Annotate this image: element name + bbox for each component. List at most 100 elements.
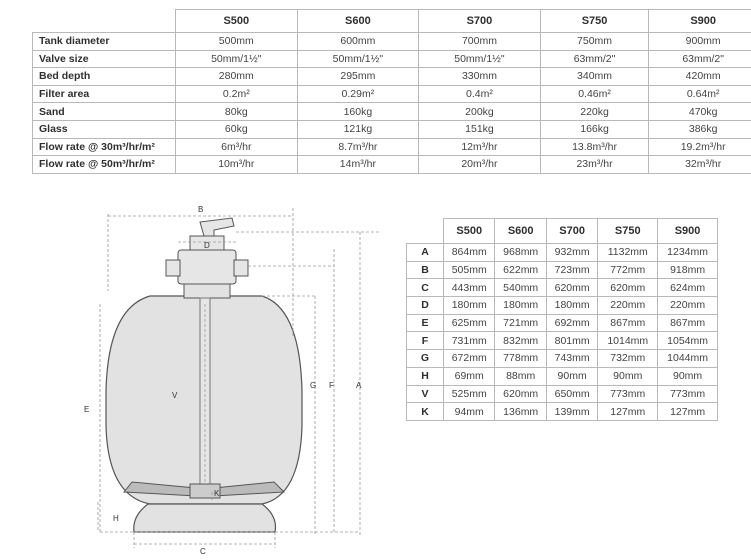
dim-col-s500: S500 (442, 218, 496, 244)
spec-row-cell: 0.4m² (418, 84, 541, 104)
dim-col-s700: S700 (545, 218, 599, 244)
dim-row-cell: 443mm (442, 278, 496, 298)
dim-row-cell: 801mm (545, 331, 599, 351)
dim-label-g: G (310, 381, 316, 390)
dim-row-cell: 136mm (494, 402, 547, 421)
dim-row-cell: 723mm (545, 260, 599, 280)
dim-row-label: E (406, 313, 444, 333)
spec-row-label: Flow rate @ 30m³/hr/m² (32, 137, 176, 157)
dim-row-cell: 650mm (545, 384, 599, 404)
dimension-lines (97, 208, 380, 548)
dim-row-cell: 1014mm (597, 331, 659, 351)
dim-row-cell: 772mm (597, 260, 659, 280)
dim-row-cell: 832mm (494, 331, 547, 351)
dim-row-cell: 94mm (442, 402, 496, 421)
spec-row-cell: 80kg (175, 102, 298, 121)
dim-row-label: K (406, 402, 444, 421)
dim-row-cell: 731mm (442, 331, 496, 351)
spec-row-cell: 8.7m³/hr (296, 137, 420, 157)
dim-row-label: B (406, 260, 444, 280)
dim-row-cell: 90mm (657, 366, 718, 386)
dim-row-cell: 90mm (597, 366, 659, 386)
spec-row-cell: 386kg (648, 119, 751, 139)
dim-row-label: C (406, 278, 444, 298)
dim-row-cell: 692mm (545, 313, 599, 333)
spec-row-cell: 295mm (296, 67, 420, 86)
spec-row-cell: 63mm/2" (539, 49, 650, 69)
tank-base (133, 503, 277, 533)
spec-row-cell: 151kg (418, 119, 541, 139)
spec-row-cell: 330mm (418, 67, 541, 86)
dim-row-cell: 180mm (494, 296, 547, 315)
dim-row-cell: 867mm (657, 313, 718, 333)
dim-row-label: F (406, 331, 444, 351)
dim-header-row: S500 S600 S700 S750 S900 (406, 218, 718, 244)
dim-row-cell: 127mm (657, 402, 718, 421)
dim-row-cell: 968mm (494, 243, 547, 262)
dim-row-cell: 918mm (657, 260, 718, 280)
spec-row-cell: 280mm (175, 67, 298, 86)
dim-label-f: F (329, 381, 334, 390)
dim-row-cell: 622mm (494, 260, 547, 280)
spec-row-cell: 121kg (296, 119, 420, 139)
spec-row-cell: 19.2m³/hr (648, 137, 751, 157)
dim-row-cell: 773mm (597, 384, 659, 404)
dim-row-cell: 505mm (442, 260, 496, 280)
spec-row-label: Filter area (32, 84, 176, 104)
valve-port-right (233, 259, 249, 277)
spec-row-cell: 166kg (539, 119, 650, 139)
dim-row-cell: 620mm (597, 278, 659, 298)
tank-neck (183, 283, 231, 299)
spec-col-s900: S900 (648, 9, 751, 33)
spec-row-cell: 200kg (418, 102, 541, 121)
dim-col-s900: S900 (657, 218, 718, 244)
dim-label-c: C (200, 547, 206, 556)
dim-label-h: H (113, 514, 119, 523)
spec-corner-cell (32, 9, 176, 33)
dim-row-cell: 620mm (545, 278, 599, 298)
spec-row-label: Flow rate @ 50m³/hr/m² (32, 155, 176, 174)
dim-row-label: A (406, 243, 444, 262)
dim-row-cell: 620mm (494, 384, 547, 404)
spec-header-row: S500 S600 S700 S750 S900 (32, 9, 751, 33)
spec-row-cell: 20m³/hr (418, 155, 541, 174)
spec-row-cell: 500mm (175, 32, 298, 51)
dim-label-d: D (204, 241, 210, 250)
dim-row-cell: 732mm (597, 349, 659, 368)
dim-row-label: H (406, 366, 444, 386)
dim-row-label: D (406, 296, 444, 315)
spec-row-cell: 220kg (539, 102, 650, 121)
dim-row-cell: 867mm (597, 313, 659, 333)
dim-row-cell: 220mm (597, 296, 659, 315)
spec-row-cell: 10m³/hr (175, 155, 298, 174)
dim-label-k: K (214, 489, 220, 498)
spec-row-label: Valve size (32, 49, 176, 69)
spec-col-s500: S500 (175, 9, 298, 33)
dim-row-cell: 1044mm (657, 349, 718, 368)
dim-row-cell: 721mm (494, 313, 547, 333)
spec-row-cell: 900mm (648, 32, 751, 51)
spec-row-label: Sand (32, 102, 176, 121)
spec-col-s700: S700 (418, 9, 541, 33)
spec-row-cell: 750mm (539, 32, 650, 51)
spec-row-cell: 23m³/hr (539, 155, 650, 174)
spec-row-cell: 160kg (296, 102, 420, 121)
